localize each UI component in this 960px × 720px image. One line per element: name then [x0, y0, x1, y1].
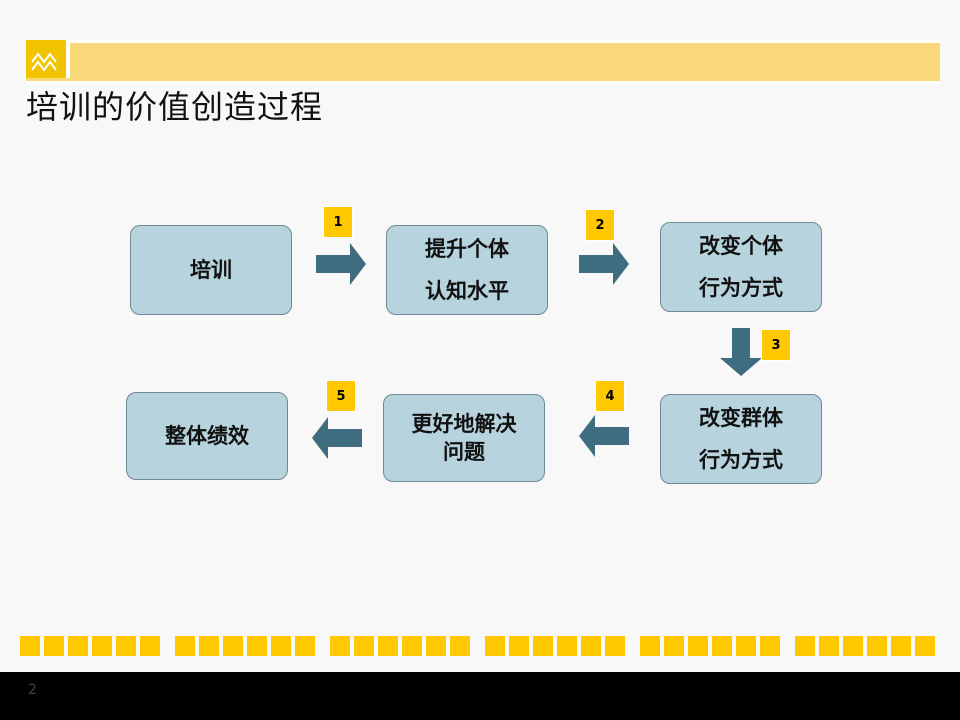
footer-square [712, 636, 732, 656]
page-number: 2 [28, 682, 37, 698]
footer-square [44, 636, 64, 656]
box-group-behavior: 改变群体 行为方式 [660, 394, 822, 484]
step-number-1: 1 [323, 206, 353, 238]
footer-square [354, 636, 374, 656]
arrow-left-5 [312, 417, 362, 459]
footer-square [295, 636, 315, 656]
slide: 培训的价值创造过程 培训 提升个体 认知水平 改变个体 行为方式 改变群体 行为… [0, 0, 960, 672]
footer-square [915, 636, 935, 656]
footer-square [795, 636, 815, 656]
footer-square [330, 636, 350, 656]
footer-square [640, 636, 660, 656]
box-group-behavior-line2: 行为方式 [699, 448, 783, 472]
footer-square [581, 636, 601, 656]
footer-square [175, 636, 195, 656]
footer-square [557, 636, 577, 656]
box-solve-problems-line1: 更好地解决 [411, 412, 517, 436]
box-solve-problems: 更好地解决 问题 [383, 394, 545, 482]
box-individual-behavior-line2: 行为方式 [699, 276, 783, 300]
header-band [26, 40, 940, 84]
arrow-right-1 [316, 243, 366, 285]
footer-square [760, 636, 780, 656]
footer-square [116, 636, 136, 656]
footer-square [378, 636, 398, 656]
footer-square [664, 636, 684, 656]
footer-square [533, 636, 553, 656]
box-training-line1: 培训 [190, 258, 232, 282]
box-solve-problems-line2: 问题 [443, 440, 485, 464]
footer-square [140, 636, 160, 656]
footer-square [450, 636, 470, 656]
footer-square [426, 636, 446, 656]
logo-mark-icon [31, 52, 57, 72]
footer-square [92, 636, 112, 656]
footer-square [199, 636, 219, 656]
footer-square [688, 636, 708, 656]
footer-square [247, 636, 267, 656]
footer-square [819, 636, 839, 656]
footer-square [867, 636, 887, 656]
arrow-right-2 [579, 243, 629, 285]
step-number-2: 2 [585, 209, 615, 241]
footer-square [891, 636, 911, 656]
box-group-behavior-line1: 改变群体 [699, 406, 783, 430]
box-training: 培训 [130, 225, 292, 315]
footer-square [509, 636, 529, 656]
arrow-left-4 [579, 415, 629, 457]
step-number-3: 3 [761, 329, 791, 361]
arrow-down-3 [720, 328, 762, 376]
footer-square [20, 636, 40, 656]
footer-square [485, 636, 505, 656]
step-number-4: 4 [595, 380, 625, 412]
box-individual-behavior-line1: 改变个体 [699, 234, 783, 258]
box-individual-cognition-line1: 提升个体 [425, 237, 509, 261]
box-individual-cognition: 提升个体 认知水平 [386, 225, 548, 315]
footer-square [843, 636, 863, 656]
footer-square [736, 636, 756, 656]
footer-square [605, 636, 625, 656]
footer-square [68, 636, 88, 656]
box-individual-cognition-line2: 认知水平 [425, 279, 509, 303]
step-number-5: 5 [326, 380, 356, 412]
footer-square [271, 636, 291, 656]
footer-square [402, 636, 422, 656]
box-overall-performance-line1: 整体绩效 [165, 424, 249, 448]
box-individual-behavior: 改变个体 行为方式 [660, 222, 822, 312]
footer-square [223, 636, 243, 656]
logo [26, 40, 70, 78]
box-overall-performance: 整体绩效 [126, 392, 288, 480]
page-title: 培训的价值创造过程 [26, 88, 324, 126]
footer-dash-band [20, 636, 940, 656]
